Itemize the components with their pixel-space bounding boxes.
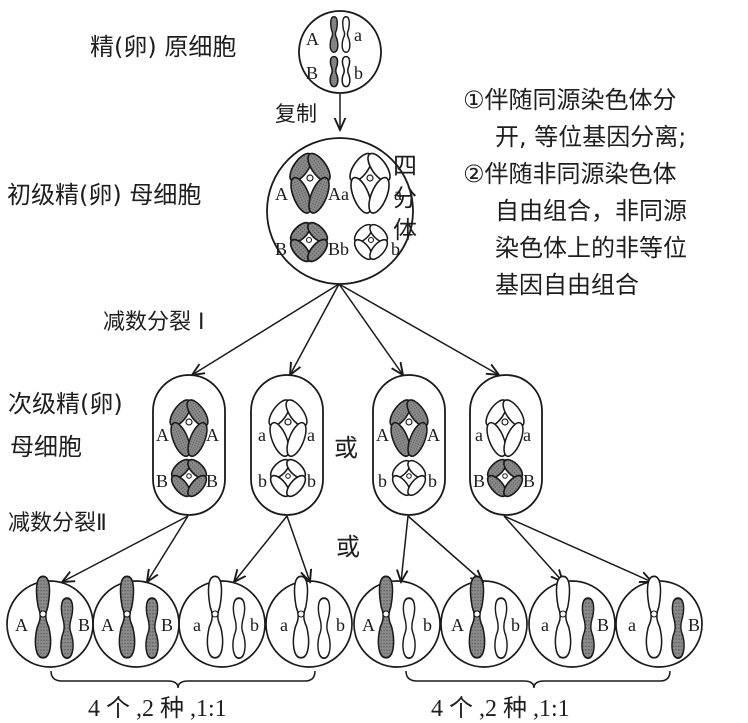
note-2: ②伴随非同源染色体 自由组合，非同源 染色体上的非等位 基因自由组合 <box>463 156 748 304</box>
gene-label: A <box>275 184 288 204</box>
secondary-cell-2: a a b b <box>250 374 324 516</box>
gene-label: A <box>101 615 114 635</box>
note-line: 开, 等位基因分离; <box>495 123 687 151</box>
brace-left <box>50 670 316 689</box>
gene-label: a <box>628 615 636 635</box>
gene-label: B <box>597 615 609 635</box>
gene-label: a <box>354 25 362 45</box>
oogonium-cell: A a B b <box>298 10 382 94</box>
note-1: ①伴随同源染色体分 开, 等位基因分离; <box>463 82 748 156</box>
gene-label: Aa <box>328 184 349 204</box>
gene-label: A <box>427 425 440 445</box>
chromosome-a <box>341 15 351 53</box>
gene-label: B <box>206 471 218 491</box>
gene-label: B <box>78 615 90 635</box>
gamete-6: A b <box>440 575 528 668</box>
gene-label: A <box>15 615 28 635</box>
gene-label: B <box>275 239 287 259</box>
replication-label: 复制 <box>275 102 317 126</box>
note-line: 染色体上的非等位 <box>495 234 687 262</box>
meiosis2-label: 减数分裂Ⅱ <box>8 511 107 536</box>
gene-label: A <box>206 425 219 445</box>
gamete-7: a B <box>528 575 616 668</box>
gamete-4: a b <box>265 575 353 668</box>
note-marker: ② <box>463 160 485 188</box>
gene-label: A <box>376 425 389 445</box>
oogonium-label: 精(卵) 原细胞 <box>90 33 237 61</box>
summary-right: 4 个 ,2 种 ,1:1 <box>431 696 570 722</box>
gene-label: b <box>428 471 437 491</box>
gene-label: A <box>451 615 464 635</box>
note-marker: ① <box>463 86 485 114</box>
gene-label: a <box>193 615 201 635</box>
gamete-2: A B <box>92 575 180 668</box>
gene-label: a <box>475 425 483 445</box>
gene-label: Bb <box>328 239 349 259</box>
or-label-lower: 或 <box>336 533 360 561</box>
gene-label: a <box>307 425 315 445</box>
note-line: 自由组合，非同源 <box>495 197 687 225</box>
chromosome-b <box>341 55 351 88</box>
gene-label: A <box>156 425 169 445</box>
primary-cell: A Aa a B Bb b <box>266 137 414 285</box>
tetrad-a <box>345 149 395 217</box>
secondary-cell-4: a a B B <box>469 374 543 516</box>
explanation-notes: ①伴随同源染色体分 开, 等位基因分离; ②伴随非同源染色体 自由组合，非同源 … <box>463 82 748 304</box>
chromosome-B <box>329 55 339 88</box>
note-line: 伴随非同源染色体 <box>484 160 677 188</box>
secondary-cell-1: A A B B <box>152 374 226 516</box>
gene-label: b <box>336 615 345 635</box>
gene-label: b <box>250 615 259 635</box>
gene-label: A <box>362 615 375 635</box>
primary-cell-label: 初级精(卵) 母细胞 <box>7 181 202 209</box>
note-line: 伴随同源染色体分 <box>484 86 677 114</box>
gene-label: b <box>391 239 400 259</box>
gene-label: B <box>161 615 173 635</box>
gamete-3: a b <box>178 575 266 668</box>
gene-label: b <box>423 615 432 635</box>
tetrad-A <box>285 149 335 217</box>
tetrad-char: 四 <box>393 152 417 180</box>
gene-label: a <box>523 425 531 445</box>
gene-label: B <box>473 471 485 491</box>
meiosis1-arrows <box>192 283 499 375</box>
gamete-8: a B <box>615 575 703 668</box>
gene-label: a <box>541 615 549 635</box>
tetrad-char: 体 <box>393 216 417 244</box>
secondary-cell-label-1: 次级精(卵) <box>8 390 123 418</box>
gamete-1: A B <box>6 575 94 668</box>
gene-label: B <box>523 471 535 491</box>
gene-label: a <box>258 425 266 445</box>
tetrad-label: 四 分 体 <box>393 150 419 246</box>
tetrad-char: 分 <box>393 184 417 212</box>
secondary-cell-label-2: 母细胞 <box>10 433 82 461</box>
gene-label: b <box>511 615 520 635</box>
gene-label: a <box>280 615 288 635</box>
summary-left: 4 个 ,2 种 ,1:1 <box>88 696 227 722</box>
gene-label: B <box>688 615 700 635</box>
gene-label: b <box>354 63 363 83</box>
chromosome-A <box>329 15 339 53</box>
gene-label: b <box>378 471 387 491</box>
or-label-middle: 或 <box>334 434 358 462</box>
meiosis1-label: 减数分裂 Ⅰ <box>103 310 205 335</box>
gene-label: b <box>258 471 267 491</box>
secondary-cell-3: A A b b <box>372 374 446 516</box>
gene-label: B <box>306 63 318 83</box>
gamete-5: A b <box>353 575 441 668</box>
gene-label: B <box>156 471 168 491</box>
gene-label: a <box>394 184 402 204</box>
note-line: 基因自由组合 <box>495 271 639 299</box>
meiosis2-arrows <box>62 515 652 582</box>
brace-right <box>405 670 671 689</box>
gene-label: b <box>307 471 316 491</box>
gene-label: A <box>306 29 319 49</box>
